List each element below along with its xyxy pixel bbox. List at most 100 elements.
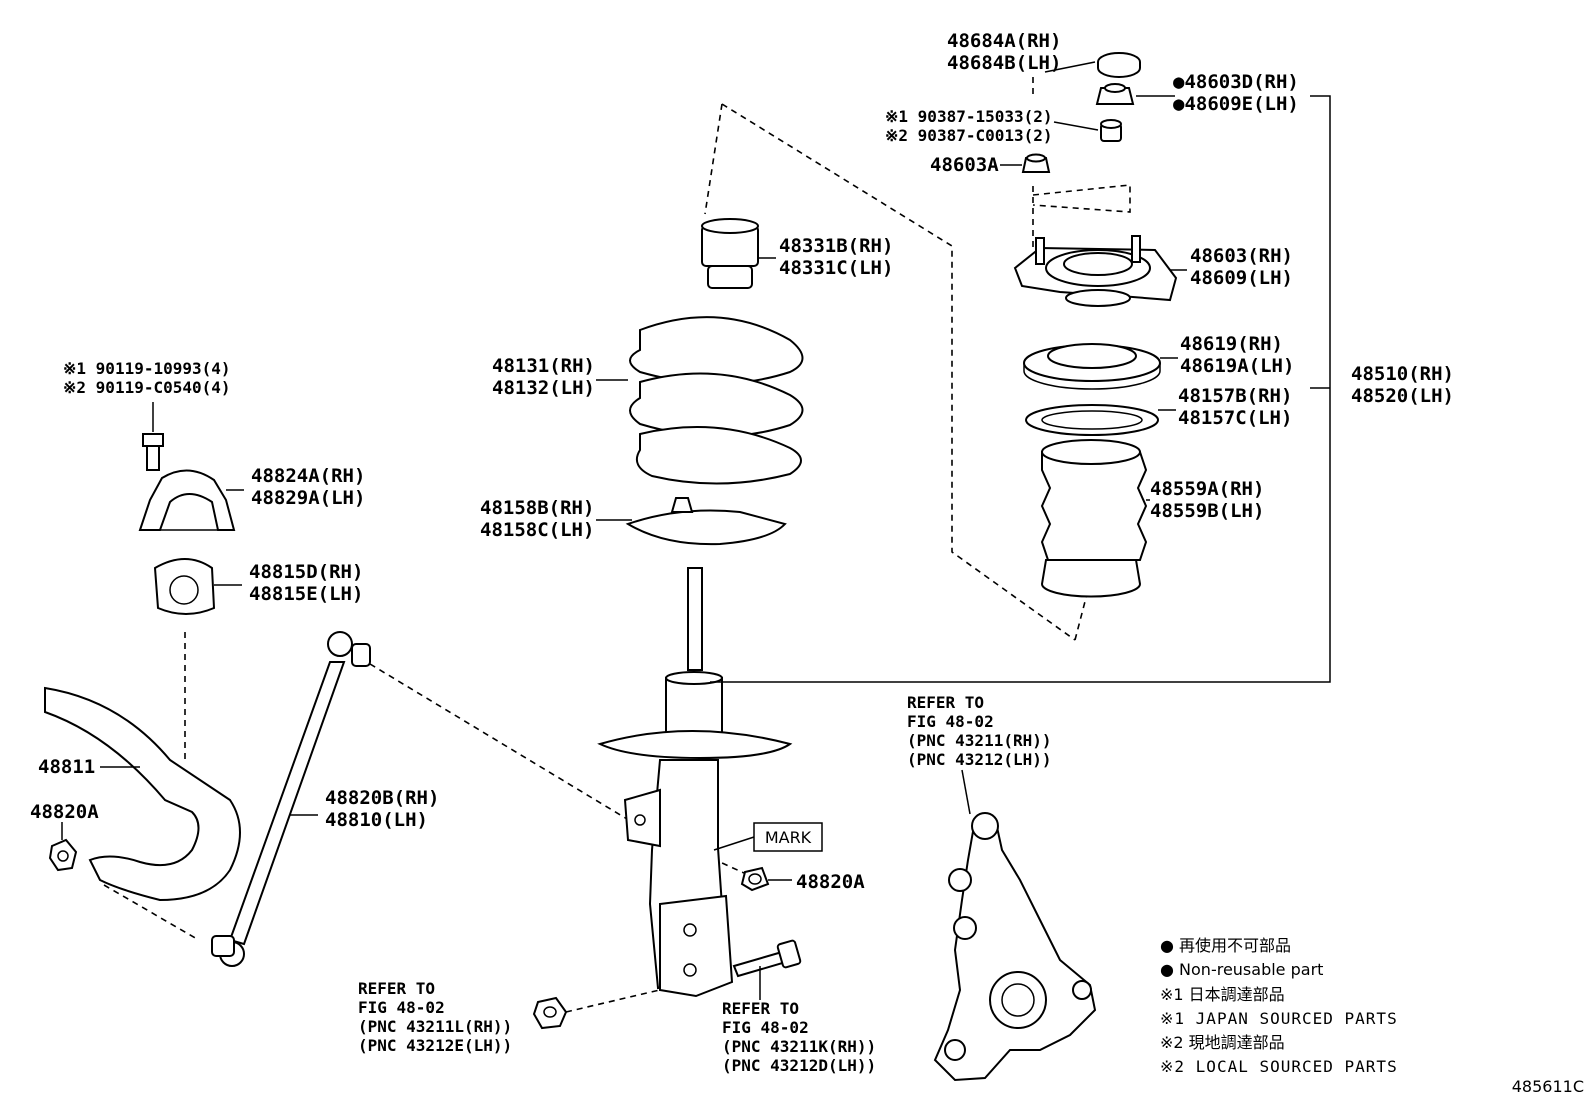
svg-text:48520(LH): 48520(LH) [1351,385,1454,407]
svg-text:48132(LH): 48132(LH) [492,377,595,399]
svg-text:(PNC 43211L(RH)): (PNC 43211L(RH)) [358,1017,512,1036]
svg-text:48331B(RH): 48331B(RH) [779,235,893,257]
strut-mount-48603-icon [1013,235,1178,307]
bushing-48815-icon [153,558,216,615]
cap-48684-icon [1097,52,1141,78]
svg-text:48559B(LH): 48559B(LH) [1150,500,1264,522]
callout-48824: 48824A(RH) 48829A(LH) [251,465,365,509]
svg-text:48158C(LH): 48158C(LH) [480,519,594,541]
callout-48331: 48331B(RH) 48331C(LH) [779,235,893,279]
nut-48603d-icon [1095,83,1135,105]
callout-48820b: 48820B(RH) 48810(LH) [325,787,439,831]
refer-bolt-note: REFER TO FIG 48-02 (PNC 43211K(RH)) (PNC… [722,999,876,1075]
svg-text:(PNC 43211(RH)): (PNC 43211(RH)) [907,731,1052,750]
svg-text:48820B(RH): 48820B(RH) [325,787,439,809]
bolt-43211k-icon [732,939,802,978]
boot-48559-icon [1040,439,1148,598]
callout-48157: 48157B(RH) 48157C(LH) [1178,385,1292,429]
svg-text:※2 90119-C0540(4): ※2 90119-C0540(4) [63,378,231,397]
legend-line-3: ※1 日本調達部品 [1160,985,1285,1004]
callout-48811: 48811 [38,756,95,778]
svg-text:48824A(RH): 48824A(RH) [251,465,365,487]
svg-text:REFER TO: REFER TO [722,999,799,1018]
legend-line-4: ※1 JAPAN SOURCED PARTS [1160,1009,1398,1028]
legend-line-6: ※2 LOCAL SOURCED PARTS [1160,1057,1398,1076]
refer-knuckle-note: REFER TO FIG 48-02 (PNC 43211(RH)) (PNC … [907,693,1052,769]
svg-text:48158B(RH): 48158B(RH) [480,497,594,519]
svg-text:※1 90387-15033(2): ※1 90387-15033(2) [885,107,1053,126]
svg-text:48820A: 48820A [796,871,865,893]
spring-seat-48158-icon [625,497,787,546]
svg-text:48811: 48811 [38,756,95,778]
mark-label: MARK [765,828,812,847]
shock-absorber-strut-icon [597,567,793,998]
svg-text:(PNC 43212(LH)): (PNC 43212(LH)) [907,750,1052,769]
svg-text:48157B(RH): 48157B(RH) [1178,385,1292,407]
svg-text:48131(RH): 48131(RH) [492,355,595,377]
svg-text:FIG 48-02: FIG 48-02 [722,1018,809,1037]
insulator-48619-icon [1023,343,1161,390]
svg-text:48829A(LH): 48829A(LH) [251,487,365,509]
svg-text:48559A(RH): 48559A(RH) [1150,478,1264,500]
callout-48619: 48619(RH) 48619A(LH) [1180,333,1294,377]
stabilizer-bar-48811-icon [44,686,241,902]
svg-text:48619A(LH): 48619A(LH) [1180,355,1294,377]
bearing-48157-icon [1025,404,1159,436]
legend: ● 再使用不可部品 ● Non-reusable part ※1 日本調達部品 … [1160,936,1398,1076]
svg-text:(PNC 43212D(LH)): (PNC 43212D(LH)) [722,1056,876,1075]
svg-text:48157C(LH): 48157C(LH) [1178,407,1292,429]
callout-90387: ※1 90387-15033(2) ※2 90387-C0013(2) [885,107,1053,145]
svg-text:FIG 48-02: FIG 48-02 [358,998,445,1017]
steering-knuckle-icon [933,812,1097,1082]
mark-box [753,822,823,852]
nut-43211l-icon [532,996,568,1030]
svg-text:48810(LH): 48810(LH) [325,809,428,831]
figure-id: 485611C [1512,1077,1584,1096]
svg-text:48331C(LH): 48331C(LH) [779,257,893,279]
svg-text:FIG 48-02: FIG 48-02 [907,712,994,731]
svg-text:48609(LH): 48609(LH) [1190,267,1293,289]
svg-text:48815D(RH): 48815D(RH) [249,561,363,583]
nut-48820a-mid-icon [740,866,770,892]
callout-48603: 48603(RH) 48609(LH) [1190,245,1293,289]
legend-line-1: ● 再使用不可部品 [1160,936,1291,955]
svg-text:REFER TO: REFER TO [358,979,435,998]
refer-nut-note: REFER TO FIG 48-02 (PNC 43211L(RH)) (PNC… [358,979,512,1055]
coil-spring-48131-icon [629,316,804,485]
collar-90387-icon [1100,119,1122,142]
nut-48820a-left-icon [48,838,78,872]
leader-lines [61,61,1331,1000]
svg-text:(PNC 43211K(RH)): (PNC 43211K(RH)) [722,1037,876,1056]
svg-text:48684B(LH): 48684B(LH) [947,52,1061,74]
svg-text:48684A(RH): 48684A(RH) [947,30,1061,52]
svg-text:※1 90119-10993(4): ※1 90119-10993(4) [63,359,231,378]
svg-text:48603(RH): 48603(RH) [1190,245,1293,267]
callout-48684: 48684A(RH) 48684B(LH) [947,30,1061,74]
legend-line-2: ● Non-reusable part [1160,960,1323,979]
svg-text:(PNC 43212E(LH)): (PNC 43212E(LH)) [358,1036,512,1055]
legend-line-5: ※2 現地調達部品 [1160,1033,1285,1052]
callout-48603d: ●48603D(RH) ●48609E(LH) [1173,71,1299,115]
callout-48158: 48158B(RH) 48158C(LH) [480,497,594,541]
callout-48131: 48131(RH) 48132(LH) [492,355,595,399]
svg-text:●48609E(LH): ●48609E(LH) [1173,93,1299,115]
bolt-90119-icon [142,433,164,471]
callout-48820a-mid: 48820A [796,871,865,893]
svg-text:REFER TO: REFER TO [907,693,984,712]
stabilizer-link-48820b-icon [211,631,371,967]
svg-text:48815E(LH): 48815E(LH) [249,583,363,605]
callout-48510: 48510(RH) 48520(LH) [1351,363,1454,407]
svg-text:48603A: 48603A [930,154,999,176]
svg-text:48510(RH): 48510(RH) [1351,363,1454,385]
svg-text:48820A: 48820A [30,801,99,823]
callout-48815: 48815D(RH) 48815E(LH) [249,561,363,605]
svg-text:48619(RH): 48619(RH) [1180,333,1283,355]
callout-48820a-left: 48820A [30,801,99,823]
svg-text:※2 90387-C0013(2): ※2 90387-C0013(2) [885,126,1053,145]
svg-text:●48603D(RH): ●48603D(RH) [1173,71,1299,93]
callout-90119: ※1 90119-10993(4) ※2 90119-C0540(4) [63,359,231,397]
assembly-dashed-lines [103,72,1131,1013]
callout-48603a: 48603A [930,154,999,176]
callout-48559: 48559A(RH) 48559B(LH) [1150,478,1264,522]
